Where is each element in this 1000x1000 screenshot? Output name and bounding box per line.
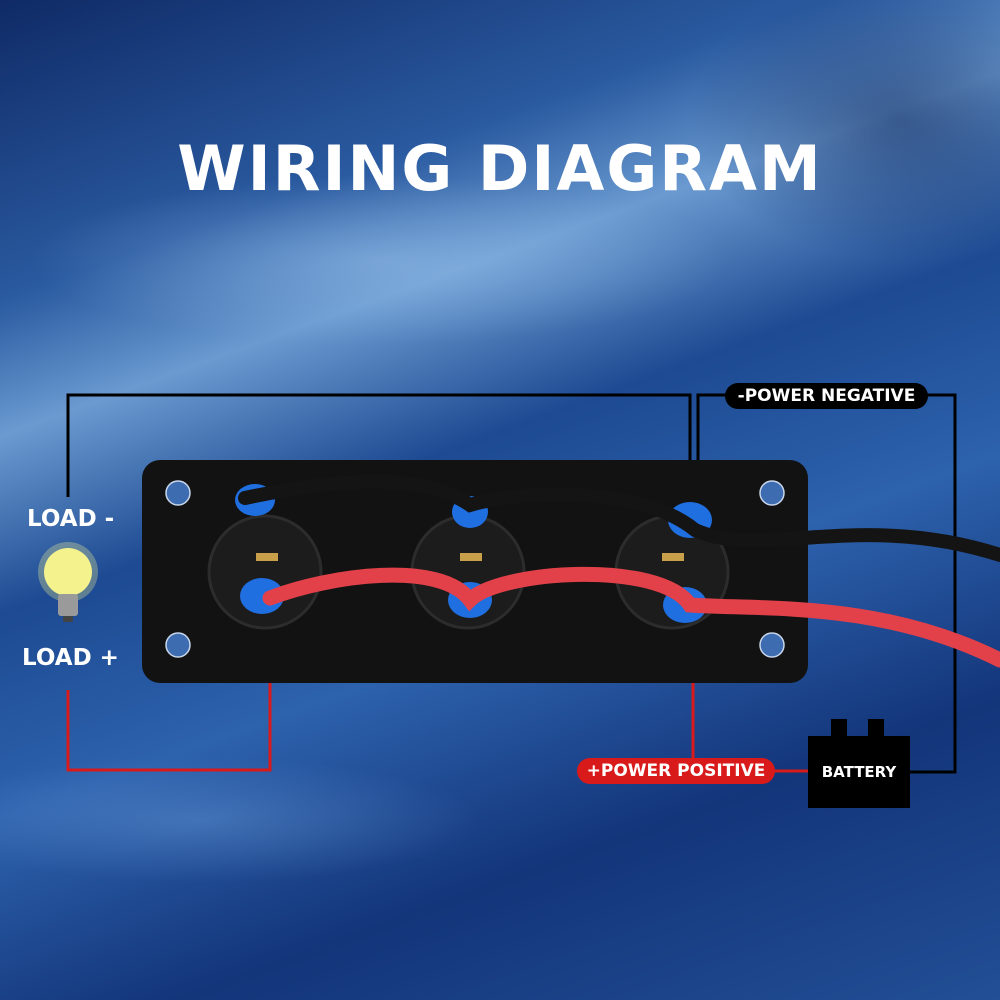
load-positive-label: LOAD + [22,645,119,671]
load-negative-label: LOAD - [27,506,115,532]
page-title: WIRING DIAGRAM [177,132,823,205]
black-cable [238,474,1000,562]
mounting-holes [165,480,785,658]
power-positive-label: +POWER POSITIVE [577,758,775,784]
power-negative-label: -POWER NEGATIVE [725,383,928,409]
switch-1 [207,514,323,630]
red-cable [262,566,1000,668]
light-bulb-icon [38,542,98,622]
negative-to-battery-line [910,393,957,774]
battery: BATTERY [808,736,910,808]
switch-contacts [256,553,684,561]
load-negative-line [66,393,692,520]
battery-label: BATTERY [821,763,897,781]
